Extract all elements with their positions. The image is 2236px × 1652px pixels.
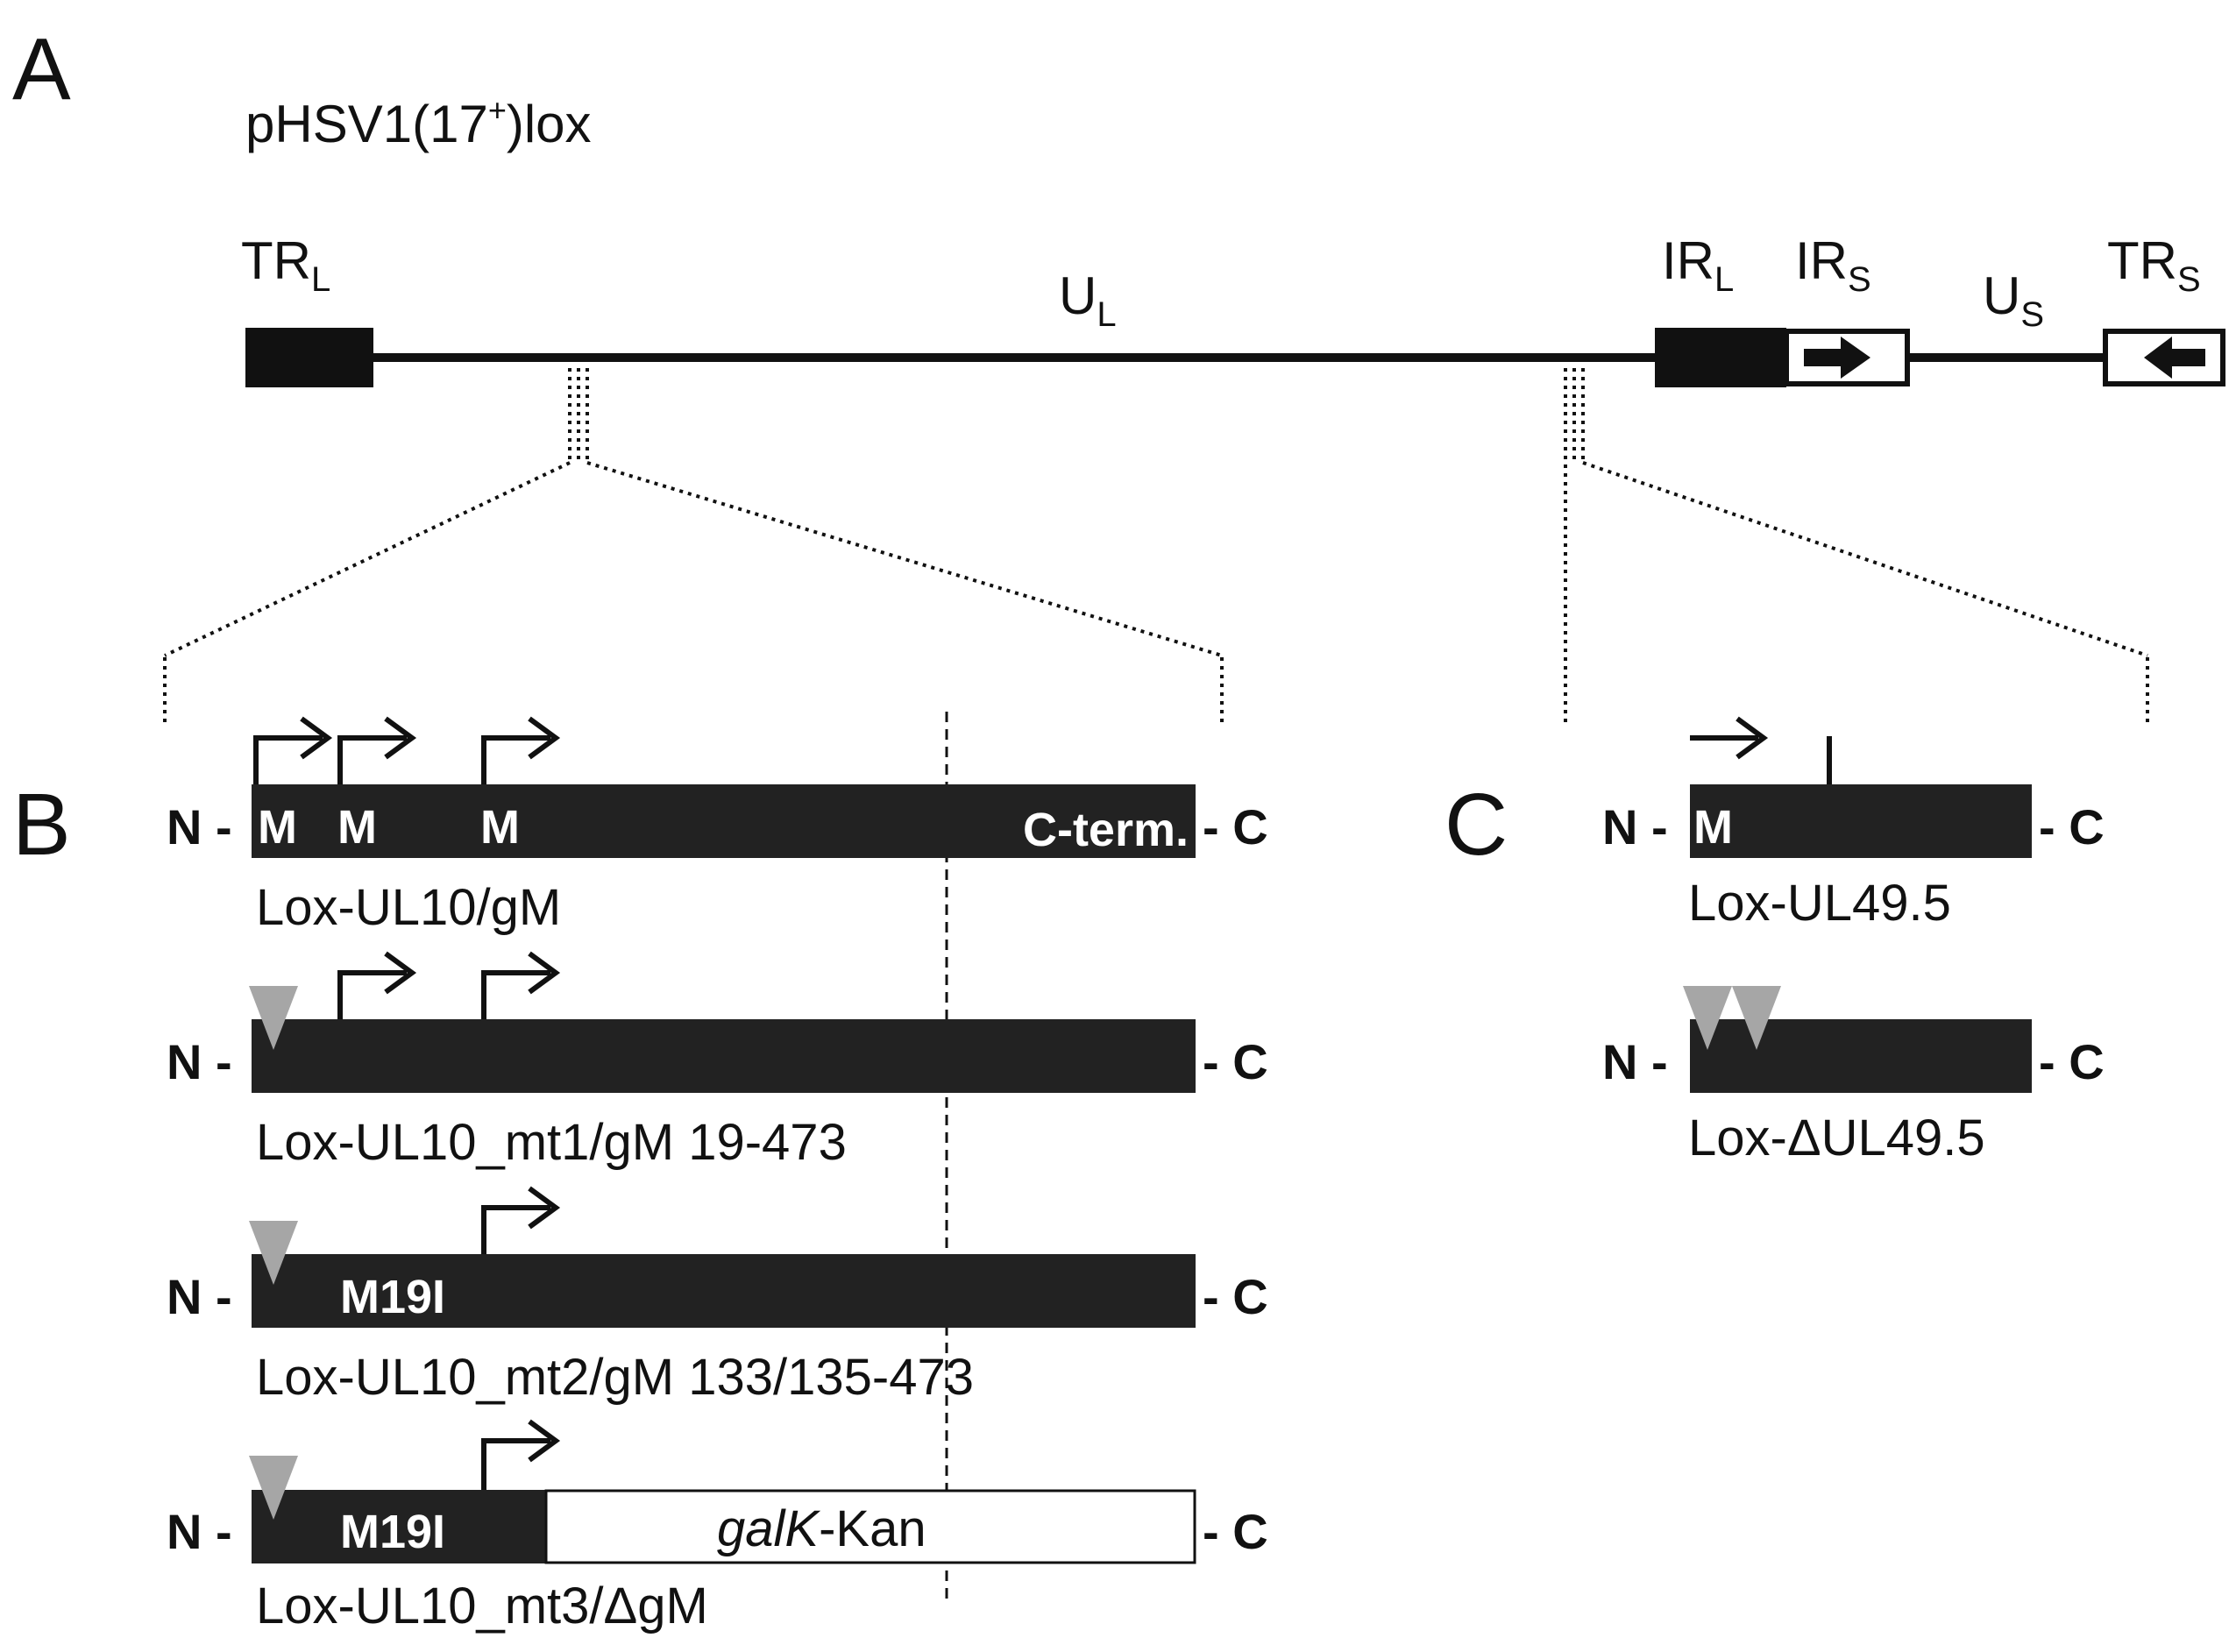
construct-name: Lox-UL10/gM <box>256 879 561 936</box>
region-label-ul: UL <box>1059 266 1117 334</box>
construct-ul10-mt3: N - - C M19I galK-Kan Lox-UL10_mt3/ΔgM <box>167 1419 1268 1634</box>
construct-name: Lox-UL10_mt1/gM 19-473 <box>256 1114 847 1171</box>
n-terminus-label: N - <box>1602 799 1668 854</box>
mutation-label-m19i: M19I <box>340 1271 445 1323</box>
galk-kan-insert <box>544 1489 1196 1564</box>
n-terminus-label: N - <box>167 1034 232 1089</box>
construct-name: Lox-UL49.5 <box>1688 875 1951 932</box>
insert-label: galK-Kan <box>717 1500 926 1557</box>
c-term-label: C-term. <box>1023 804 1189 856</box>
construct-name: Lox-UL10_mt2/gM 133/135-473 <box>256 1349 974 1406</box>
c-terminus-label: - C <box>2039 1034 2105 1089</box>
protein-bar <box>1690 1019 2032 1093</box>
c-terminus-label: - C <box>1203 799 1268 854</box>
irs-arrow-icon <box>1804 337 1870 379</box>
mutation-marker-icon <box>1732 986 1781 1050</box>
trl-box <box>245 328 373 387</box>
start-codon-m: M <box>1693 801 1733 854</box>
promoter-arrow-icon <box>253 716 561 784</box>
panel-c-letter: C <box>1445 776 1508 874</box>
panel-b-letter: B <box>12 776 71 874</box>
protein-bar <box>252 1019 1196 1093</box>
c-terminus-label: - C <box>1203 1034 1268 1089</box>
c-terminus-label: - C <box>1203 1504 1268 1559</box>
construct-ul10-gm: N - - C M M M C-term. Lox-UL10/gM <box>167 716 1268 936</box>
region-label-irl: IRL <box>1662 231 1734 299</box>
n-terminus-label: N - <box>167 1504 232 1559</box>
mutation-marker-icon <box>249 1456 298 1520</box>
n-terminus-label: N - <box>167 799 232 854</box>
construct-ul10-mt1: N - - C Lox-UL10_mt1/gM 19-473 <box>167 951 1268 1171</box>
zoom-guides-ul10 <box>163 368 1224 727</box>
start-codon-m2: M <box>337 801 377 854</box>
region-label-irs: IRS <box>1795 231 1871 299</box>
region-label-us: US <box>1983 266 2044 334</box>
construct-title: pHSV1(17+)lox <box>245 92 592 153</box>
zoom-guides-ul49-5 <box>1564 368 2149 727</box>
start-codon-m3: M <box>480 801 520 854</box>
mutation-marker-icon <box>1683 986 1732 1050</box>
construct-delta-ul49-5: N - - C Lox-ΔUL49.5 <box>1602 986 2105 1166</box>
promoter-arrow-icon <box>481 1186 561 1254</box>
protein-bar <box>252 1490 546 1563</box>
n-terminus-label: N - <box>167 1269 232 1324</box>
protein-bar <box>1690 784 2032 858</box>
protein-bar <box>252 1254 1196 1328</box>
promoter-arrow-icon <box>337 951 561 1019</box>
promoter-arrow-icon <box>481 1419 561 1490</box>
mutation-marker-icon <box>249 1221 298 1285</box>
start-codon-m1: M <box>258 801 297 854</box>
construct-ul49-5: N - - C M Lox-UL49.5 <box>1602 716 2105 932</box>
c-terminus-label: - C <box>2039 799 2105 854</box>
promoter-arrow-icon <box>1690 716 1769 760</box>
trs-arrow-icon <box>2144 337 2205 379</box>
protein-bar <box>252 784 1196 858</box>
construct-name: Lox-ΔUL49.5 <box>1688 1110 1985 1166</box>
construct-ul10-mt2: N - - C M19I Lox-UL10_mt2/gM 133/135-473 <box>167 1186 1268 1406</box>
irl-box <box>1655 328 1786 387</box>
n-terminus-label: N - <box>1602 1034 1668 1089</box>
region-label-trs: TRS <box>2107 231 2201 299</box>
construct-name: Lox-UL10_mt3/ΔgM <box>256 1578 708 1634</box>
mutation-label-m19i: M19I <box>340 1506 445 1558</box>
region-label-trl: TRL <box>241 231 330 299</box>
panel-a-letter: A <box>12 20 71 118</box>
mutation-marker-icon <box>249 986 298 1050</box>
c-terminus-label: - C <box>1203 1269 1268 1324</box>
